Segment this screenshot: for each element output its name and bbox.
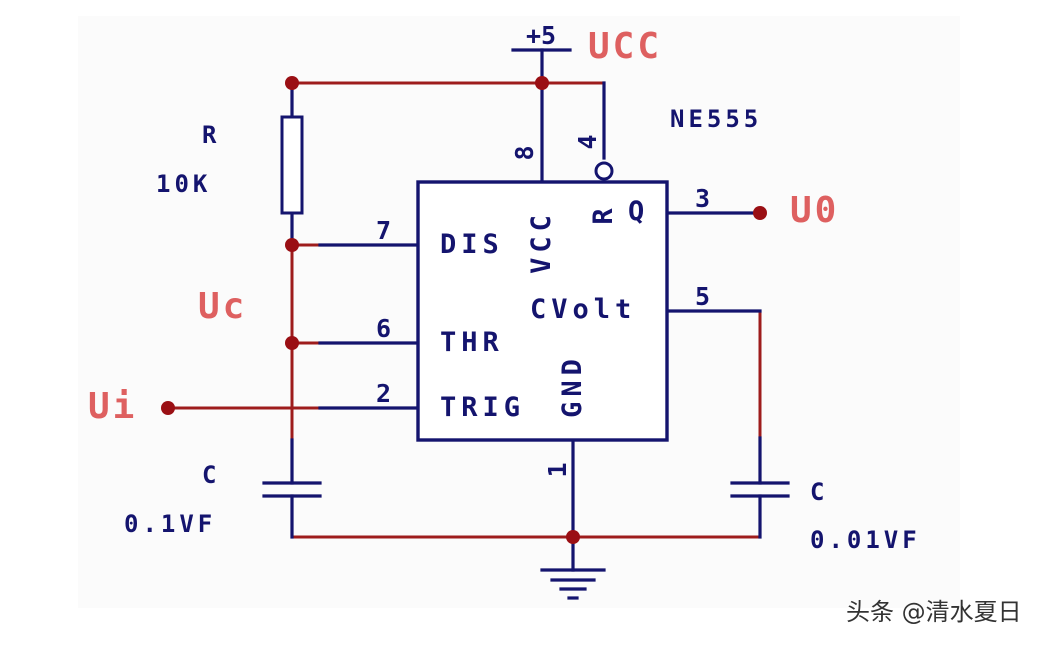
reset-inversion-bubble — [594, 161, 614, 181]
ui-terminal-dot — [161, 401, 175, 415]
resistor-value-label: 10K — [156, 170, 211, 198]
timing-cap-ref-label: C — [202, 461, 220, 489]
resistor-ref-label: R — [202, 121, 220, 149]
pin-number-2: 2 — [376, 379, 391, 408]
control-cap-value-label: 0.01VF — [810, 526, 921, 554]
pin-number-1: 1 — [543, 462, 572, 477]
pin-number-4: 4 — [573, 134, 602, 149]
pin-name-trig: TRIG — [440, 392, 525, 423]
pin-name-thr: THR — [440, 327, 504, 358]
pin-number-3: 3 — [695, 184, 710, 213]
net-label-uc: Uc — [198, 286, 247, 327]
pin-name-reset: R — [588, 203, 619, 224]
junction-dot — [285, 336, 299, 350]
pin-name-gnd: GND — [557, 354, 588, 418]
net-label-ui: Ui — [88, 386, 137, 427]
pin-number-5: 5 — [695, 282, 710, 311]
junction-dot — [535, 76, 549, 90]
pin-number-7: 7 — [376, 216, 391, 245]
uo-terminal-dot — [753, 206, 767, 220]
ne555-chip — [416, 180, 669, 442]
pin-name-cvolt: CVolt — [530, 294, 636, 325]
chip-name-label: NE555 — [670, 105, 762, 133]
pin-number-8: 8 — [510, 145, 539, 160]
junction-dot — [566, 530, 580, 544]
net-label-uo: U0 — [790, 190, 839, 231]
watermark-text: 头条 @清水夏日 — [846, 598, 1022, 626]
pin-name-q: Q — [628, 196, 649, 227]
pin-name-vcc: VCC — [526, 210, 557, 274]
junction-dot — [285, 76, 299, 90]
pin-number-6: 6 — [376, 314, 391, 343]
control-cap-ref-label: C — [810, 478, 828, 506]
supply-voltage-label: +5 — [526, 21, 556, 50]
timing-cap-value-label: 0.1VF — [124, 510, 216, 538]
net-label-ucc: UCC — [588, 26, 662, 67]
pin-name-dis: DIS — [440, 229, 504, 260]
resistor-body — [280, 115, 304, 215]
junction-dot — [285, 238, 299, 252]
